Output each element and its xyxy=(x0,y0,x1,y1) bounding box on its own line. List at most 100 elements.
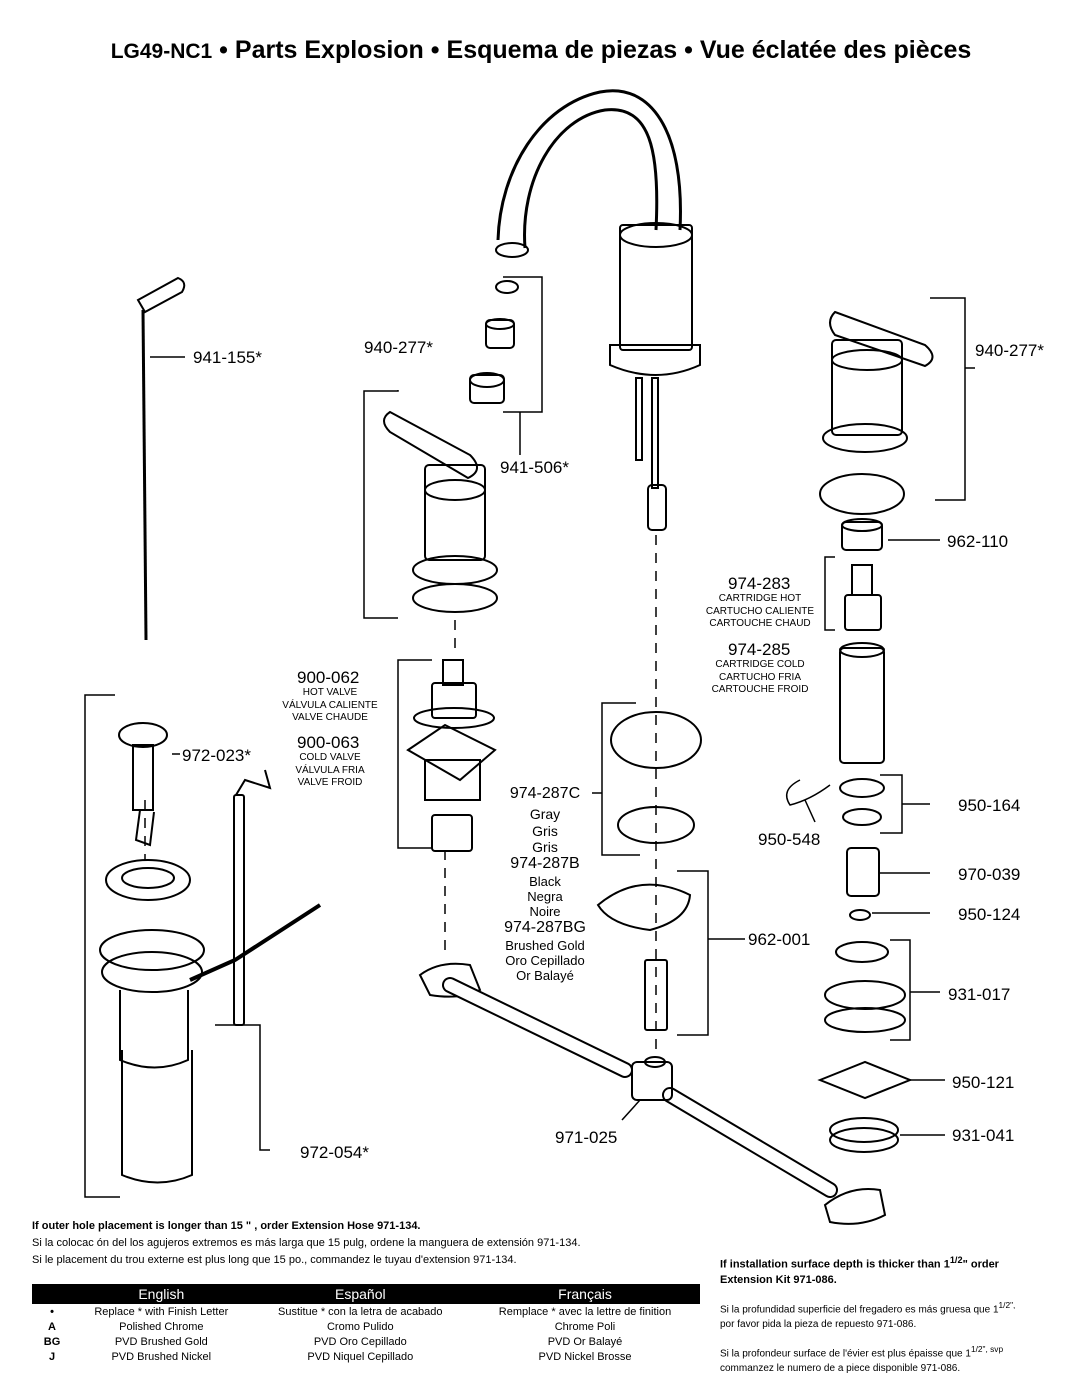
label-940-277-right: 940-277* xyxy=(975,341,1045,360)
label-974-287BG-desc: Brushed Gold Oro Cepillado Or Balayé xyxy=(485,938,605,983)
label-940-277-left: 940-277* xyxy=(364,338,434,357)
note-text: Si la profondeur surface de l'évier est … xyxy=(720,1348,971,1360)
desc-line: CARTOUCHE FROID xyxy=(711,684,809,695)
note-text: Extension Kit 971-086. xyxy=(720,1273,837,1286)
finish-english: Replace * with Finish Letter xyxy=(94,1305,229,1318)
label-974-283: 974-283 xyxy=(728,574,791,593)
desc-line: Gray xyxy=(529,806,561,822)
note-fraction: 1/2", xyxy=(998,1299,1016,1310)
note-fraction: 1/2", svp xyxy=(970,1343,1004,1354)
desc-line: Brushed Gold xyxy=(505,938,585,953)
right-cartridge-drawing xyxy=(785,518,913,1153)
label-974-287C: 974-287C xyxy=(509,785,581,802)
hose-note: If outer hole placement is longer than 1… xyxy=(32,1218,581,1269)
desc-line: Gris xyxy=(532,839,558,855)
finish-spanish: PVD Oro Cepillado xyxy=(313,1335,407,1348)
legend-header-english: English xyxy=(72,1284,251,1304)
extension-kit-note: If installation surface depth is thicker… xyxy=(720,1253,1015,1376)
note-text: por favor pida la pieza de repuesto 971-… xyxy=(720,1318,917,1330)
finish-english: Polished Chrome xyxy=(119,1320,204,1333)
finish-code: BG xyxy=(43,1335,61,1348)
title-separator: • xyxy=(219,36,228,64)
desc-line: Gris xyxy=(532,822,558,839)
desc-line: Negra xyxy=(527,889,563,904)
label-962-001: 962-001 xyxy=(748,930,811,949)
desc-line: Black xyxy=(529,874,561,889)
extension-note-english: If installation surface depth is thicker… xyxy=(720,1253,1015,1273)
desc-line: CARTOUCHE CHAUD xyxy=(709,618,811,629)
callout-brackets xyxy=(84,276,975,1198)
note-text: Si la profundidad superficie del fregade… xyxy=(720,1303,999,1315)
lift-rod-drawing xyxy=(136,276,186,641)
table-row: J PVD Brushed Nickel PVD Niquel Cepillad… xyxy=(32,1349,700,1364)
middle-parts-drawing xyxy=(596,711,702,1031)
title-separator: • xyxy=(430,36,440,64)
note-text: " order xyxy=(962,1258,999,1271)
desc-line: Oro Cepillado xyxy=(505,953,585,968)
hose-note-spanish: Si la colocac ón del los agujeros extrem… xyxy=(32,1237,581,1249)
label-974-287B: 974-287B xyxy=(510,855,580,872)
title-english: Parts Explosion xyxy=(234,36,424,64)
legend-header-french: Français xyxy=(470,1284,700,1304)
finish-english: PVD Brushed Nickel xyxy=(111,1350,212,1363)
finish-code: J xyxy=(48,1350,56,1363)
label-931-017: 931-017 xyxy=(948,985,1011,1004)
label-974-283-desc: CARTRIDGE HOT CARTUCHO CALIENTE CARTOUCH… xyxy=(700,593,820,631)
label-950-121: 950-121 xyxy=(952,1073,1015,1092)
label-974-287BG: 974-287BG xyxy=(504,919,586,936)
label-974-285: 974-285 xyxy=(728,640,791,659)
desc-line: CARTUCHO FRIA xyxy=(718,671,802,683)
finish-code: A xyxy=(48,1320,56,1333)
finish-english: PVD Brushed Gold xyxy=(114,1335,208,1348)
label-941-155: 941-155* xyxy=(193,348,263,367)
label-970-039: 970-039 xyxy=(958,865,1021,884)
desc-line: Noire xyxy=(529,904,561,919)
title-separator: • xyxy=(684,36,693,64)
label-962-110: 962-110 xyxy=(947,532,1009,551)
finish-french: PVD Or Balayé xyxy=(547,1335,623,1348)
table-row: • Replace * with Finish Letter Sustitue … xyxy=(32,1304,700,1319)
finish-legend-table: English Español Français • Replace * wit… xyxy=(32,1284,700,1364)
legend-code-header xyxy=(32,1284,72,1304)
title-spanish: Esquema de piezas xyxy=(446,36,678,64)
note-text: If installation surface depth is thicker… xyxy=(720,1258,950,1271)
desc-line: CARTUCHO CALIENTE xyxy=(705,605,815,617)
desc-line: HOT VALVE xyxy=(302,687,358,698)
hose-note-english: If outer hole placement is longer than 1… xyxy=(32,1220,421,1232)
desc-line: VÁLVULA CALIENTE xyxy=(282,699,378,711)
supply-hose-drawing xyxy=(418,962,887,1225)
label-950-548: 950-548 xyxy=(758,830,821,849)
finish-french: Chrome Poli xyxy=(554,1320,616,1333)
finish-french: Remplace * avec la lettre de finition xyxy=(498,1305,672,1318)
desc-line: VALVE CHAUDE xyxy=(292,712,368,723)
pop-up-stopper-drawing xyxy=(118,722,168,847)
table-row: A Polished Chrome Cromo Pulido Chrome Po… xyxy=(32,1319,700,1334)
aerator-drawing xyxy=(469,280,519,404)
label-931-041: 931-041 xyxy=(952,1126,1015,1145)
label-972-054: 972-054* xyxy=(300,1143,370,1162)
label-900-063-desc: COLD VALVE VÁLVULA FRIA VALVE FROID xyxy=(270,752,390,790)
desc-line: VALVE FROID xyxy=(297,777,363,788)
label-950-164: 950-164 xyxy=(958,796,1021,815)
label-941-506: 941-506* xyxy=(500,458,570,477)
finish-spanish: Sustitue * con la letra de acabado xyxy=(278,1305,443,1318)
legend-header-spanish: Español xyxy=(250,1284,470,1304)
hose-note-french: Si le placement du trou externe est plus… xyxy=(32,1254,517,1266)
note-text: commanzez le numero de a piece disponibl… xyxy=(720,1363,961,1375)
finish-french: PVD Nickel Brosse xyxy=(538,1350,632,1363)
label-971-025: 971-025 xyxy=(555,1128,618,1147)
left-handle-drawing xyxy=(383,410,498,613)
title-french: Vue éclatée des pièces xyxy=(699,36,972,64)
desc-line: CARTRIDGE HOT xyxy=(718,593,802,604)
drain-assembly-drawing xyxy=(99,769,322,1184)
table-row: BG PVD Brushed Gold PVD Oro Cepillado PV… xyxy=(32,1334,700,1349)
label-900-062: 900-062 xyxy=(297,668,360,687)
spout-drawing xyxy=(495,89,701,531)
label-974-287C-desc: Gray Gris Gris xyxy=(490,806,600,856)
desc-line: VÁLVULA FRIA xyxy=(295,764,365,776)
note-fraction: 1/2 xyxy=(949,1255,963,1265)
extension-note-french: Si la profondeur surface de l'évier est … xyxy=(720,1342,1015,1361)
legend-header-row: English Español Français xyxy=(32,1284,700,1304)
finish-code: • xyxy=(50,1305,54,1318)
